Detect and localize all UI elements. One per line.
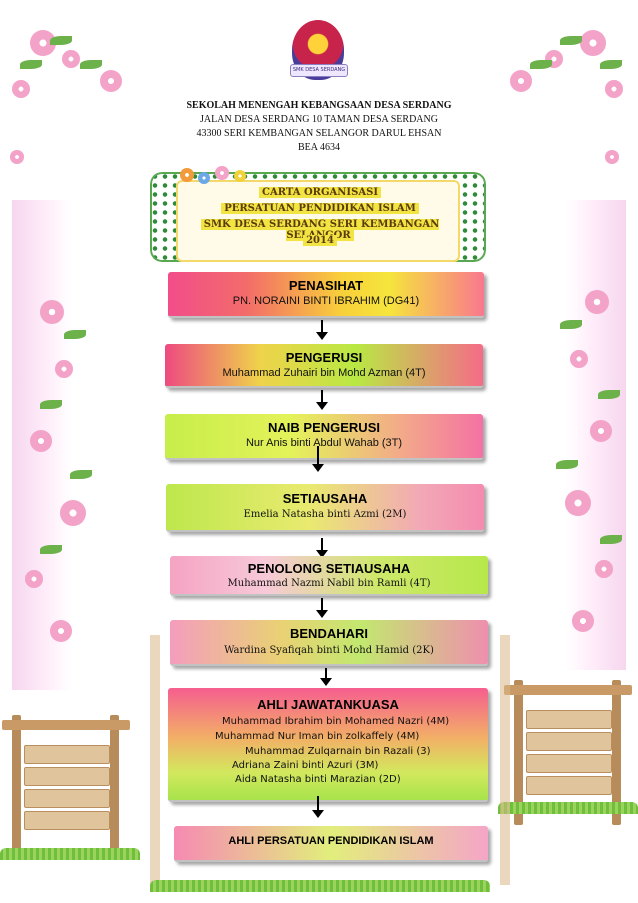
node-bendahari-name: Wardina Syafiqah binti Mohd Hamid (2K): [224, 645, 434, 656]
node-ahli-jawatankuasa: AHLI JAWATANKUASA: [168, 688, 488, 802]
node-setiausaha: SETIAUSAHA Emelia Natasha binti Azmi (2M…: [166, 484, 484, 532]
node-penolong-name: Muhammad Nazmi Nabil bin Ramli (4T): [227, 578, 431, 589]
node-naib-pengerusi: NAIB PENGERUSI Nur Anis binti Abdul Waha…: [165, 414, 483, 460]
school-code: BEA 4634: [298, 142, 340, 153]
ajk-member-5: Aida Natasha binti Marazian (2D): [235, 774, 401, 785]
node-penolong-setiausaha: PENOLONG SETIAUSAHA Muhammad Nazmi Nabil…: [170, 556, 488, 596]
arrow-5: [316, 598, 328, 618]
center-wooden-frame: [150, 635, 510, 885]
ajk-member-4: Adriana Zaini binti Azuri (3M): [232, 760, 379, 771]
arrow-4: [316, 538, 328, 558]
node-penasihat-name: PN. NORAINI BINTI IBRAHIM (DG41): [232, 295, 420, 307]
banner-line-1: CARTA ORGANISASI: [170, 187, 470, 198]
node-naib-name: Nur Anis binti Abdul Wahab (3T): [245, 437, 403, 449]
node-setiausaha-title: SETIAUSAHA: [282, 491, 368, 506]
node-penasihat-title: PENASIHAT: [288, 278, 364, 293]
address-line-1: JALAN DESA SERDANG 10 TAMAN DESA SERDANG: [200, 114, 438, 125]
school-logo-text: SMK DESA SERDANG: [290, 64, 348, 77]
ajk-member-3: Muhammad Zulqarnain bin Razali (3): [245, 746, 431, 757]
node-pengerusi-name: Muhammad Zuhairi bin Mohd Azman (4T): [222, 367, 426, 379]
arrow-1: [316, 320, 328, 340]
arrow-3: [312, 446, 324, 472]
banner-line-2: PERSATUAN PENDIDIKAN ISLAM: [170, 203, 470, 214]
node-penasihat: PENASIHAT PN. NORAINI BINTI IBRAHIM (DG4…: [168, 272, 484, 318]
node-bendahari-title: BENDAHARI: [290, 626, 368, 641]
node-ajk-title: AHLI JAWATANKUASA: [257, 697, 399, 712]
center-grass: [150, 880, 490, 892]
right-grass: [498, 802, 638, 814]
arrow-2: [316, 390, 328, 410]
right-wooden-sign: [504, 680, 632, 825]
node-pengerusi-title: PENGERUSI: [285, 350, 363, 365]
node-naib-title: NAIB PENGERUSI: [268, 420, 380, 435]
arrow-6: [320, 668, 332, 686]
node-bendahari: BENDAHARI Wardina Syafiqah binti Mohd Ha…: [170, 620, 488, 666]
node-ahli-persatuan: AHLI PERSATUAN PENDIDIKAN ISLAM: [174, 826, 488, 862]
node-ahli-title: AHLI PERSATUAN PENDIDIKAN ISLAM: [228, 835, 434, 847]
ajk-member-1: Muhammad Ibrahim bin Mohamed Nazri (4M): [222, 716, 450, 727]
node-setiausaha-name: Emelia Natasha binti Azmi (2M): [243, 509, 407, 520]
banner-line-4: 2014: [170, 235, 470, 246]
school-name: SEKOLAH MENENGAH KEBANGSAAN DESA SERDANG: [186, 100, 452, 111]
node-penolong-title: PENOLONG SETIAUSAHA: [247, 561, 411, 576]
left-wooden-sign: [2, 715, 130, 860]
node-pengerusi: PENGERUSI Muhammad Zuhairi bin Mohd Azma…: [165, 344, 483, 388]
arrow-7: [312, 796, 324, 818]
address-line-2: 43300 SERI KEMBANGAN SELANGOR DARUL EHSA…: [196, 128, 442, 139]
ajk-member-2: Muhammad Nur Iman bin zolkaffely (4M): [215, 731, 420, 742]
left-grass: [0, 848, 140, 860]
